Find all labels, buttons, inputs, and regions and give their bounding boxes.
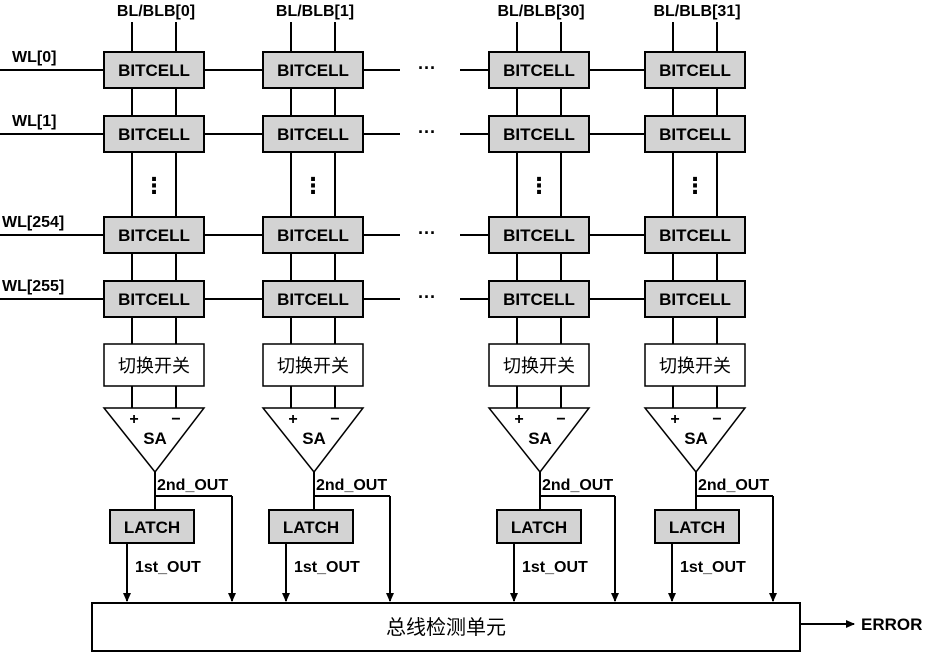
column-group: BL/BLB[0] BITCELL BITCELL BITCELL BITCELL ⋮ 切换… xyxy=(102,3,777,602)
vertical-ellipsis: ⋮ xyxy=(302,173,324,198)
bitcell-label: BITCELL xyxy=(277,290,349,309)
second-out-label: 2nd_OUT xyxy=(698,477,769,494)
bitcell xyxy=(644,115,746,153)
column-2: BL/BLB[30] BITCELL BITCELL BITCELL BITCELL ⋮ 切… xyxy=(487,3,619,602)
sense-amplifier xyxy=(487,407,591,474)
wordline-group xyxy=(0,69,745,300)
bitcell-label: BITCELL xyxy=(659,125,731,144)
bitcell xyxy=(488,51,590,89)
bitcell xyxy=(103,216,205,254)
bitcell-label: BITCELL xyxy=(277,125,349,144)
first-out-label: 1st_OUT xyxy=(522,559,588,576)
bitcell-label: BITCELL xyxy=(659,290,731,309)
vertical-ellipsis: ⋮ xyxy=(684,173,706,198)
bitcell-label: BITCELL xyxy=(659,61,731,80)
wordline-label-1: WL[1] xyxy=(12,113,56,130)
sa-plus: + xyxy=(514,411,523,428)
bitcell xyxy=(262,216,364,254)
sense-amplifier xyxy=(102,407,206,474)
bitcell xyxy=(488,280,590,318)
sense-amplifier xyxy=(261,407,365,474)
sa-label: SA xyxy=(143,429,167,448)
horizontal-ellipsis: ··· xyxy=(418,58,436,78)
bitline-label: BL/BLB[1] xyxy=(276,3,354,20)
sa-label: SA xyxy=(528,429,552,448)
second-out-label: 2nd_OUT xyxy=(542,477,613,494)
bitcell-label: BITCELL xyxy=(503,226,575,245)
switch-box xyxy=(488,343,590,387)
bitcell-label: BITCELL xyxy=(503,61,575,80)
switch-box xyxy=(644,343,746,387)
horizontal-ellipsis: ··· xyxy=(418,287,436,307)
horizontal-ellipsis-group: ··· ··· ··· ··· xyxy=(400,58,490,311)
bitcell xyxy=(262,115,364,153)
sa-plus: + xyxy=(129,411,138,428)
latch xyxy=(109,509,195,544)
vertical-ellipsis: ⋮ xyxy=(143,173,165,198)
first-out-label: 1st_OUT xyxy=(135,559,201,576)
sa-label: SA xyxy=(302,429,326,448)
switch-box xyxy=(103,343,205,387)
wordline-label-255: WL[255] xyxy=(2,278,64,295)
wordline-label-0: WL[0] xyxy=(12,49,56,66)
sa-plus: + xyxy=(288,411,297,428)
bitcell-label: BITCELL xyxy=(118,61,190,80)
bitcell-label: BITCELL xyxy=(118,226,190,245)
horizontal-ellipsis: ··· xyxy=(418,122,436,142)
bitline-label: BL/BLB[0] xyxy=(117,3,195,20)
vertical-ellipsis: ⋮ xyxy=(528,173,550,198)
bitline-label: BL/BLB[30] xyxy=(497,3,584,20)
switch-label: 切换开关 xyxy=(277,356,349,377)
sa-minus: − xyxy=(171,411,180,428)
bitcell xyxy=(262,280,364,318)
first-out-label: 1st_OUT xyxy=(680,559,746,576)
bitcell xyxy=(644,216,746,254)
bitcell xyxy=(262,51,364,89)
sa-label: SA xyxy=(684,429,708,448)
first-out-label: 1st_OUT xyxy=(294,559,360,576)
bitcell-label: BITCELL xyxy=(277,226,349,245)
wordline-label-254: WL[254] xyxy=(2,214,64,231)
sense-amplifier xyxy=(643,407,747,474)
latch xyxy=(268,509,354,544)
column-1: BL/BLB[1] BITCELL BITCELL BITCELL BITCELL ⋮ 切换… xyxy=(261,3,394,602)
sa-minus: − xyxy=(330,411,339,428)
switch-label: 切换开关 xyxy=(118,356,190,377)
sa-minus: − xyxy=(556,411,565,428)
bus-detection-label: 总线检测单元 xyxy=(386,615,506,639)
bitcell xyxy=(644,280,746,318)
switch-label: 切换开关 xyxy=(503,356,575,377)
bitcell xyxy=(103,51,205,89)
error-label: ERROR xyxy=(861,615,922,634)
second-out-label: 2nd_OUT xyxy=(157,477,228,494)
bitcell-label: BITCELL xyxy=(503,290,575,309)
latch-label: LATCH xyxy=(669,518,725,537)
bitcell-label: BITCELL xyxy=(118,290,190,309)
sa-plus: + xyxy=(670,411,679,428)
bitcell xyxy=(103,280,205,318)
latch xyxy=(496,509,582,544)
bitcell-label: BITCELL xyxy=(277,61,349,80)
bitcell xyxy=(644,51,746,89)
switch-box xyxy=(262,343,364,387)
bitcell xyxy=(103,115,205,153)
bitcell xyxy=(488,216,590,254)
bitcell-label: BITCELL xyxy=(503,125,575,144)
bitcell-label: BITCELL xyxy=(659,226,731,245)
latch-label: LATCH xyxy=(124,518,180,537)
column-3: BL/BLB[31] BITCELL BITCELL BITCELL BITCELL ⋮ 切… xyxy=(643,3,777,602)
bitcell-label: BITCELL xyxy=(118,125,190,144)
sa-minus: − xyxy=(712,411,721,428)
column-0: BL/BLB[0] BITCELL BITCELL BITCELL BITCELL ⋮ 切换… xyxy=(102,3,236,602)
latch-label: LATCH xyxy=(511,518,567,537)
switch-label: 切换开关 xyxy=(659,356,731,377)
second-out-label: 2nd_OUT xyxy=(316,477,387,494)
horizontal-ellipsis: ··· xyxy=(418,223,436,243)
latch xyxy=(654,509,740,544)
bitcell xyxy=(488,115,590,153)
bus-detection-unit xyxy=(91,602,801,652)
latch-label: LATCH xyxy=(283,518,339,537)
bitline-label: BL/BLB[31] xyxy=(653,3,740,20)
